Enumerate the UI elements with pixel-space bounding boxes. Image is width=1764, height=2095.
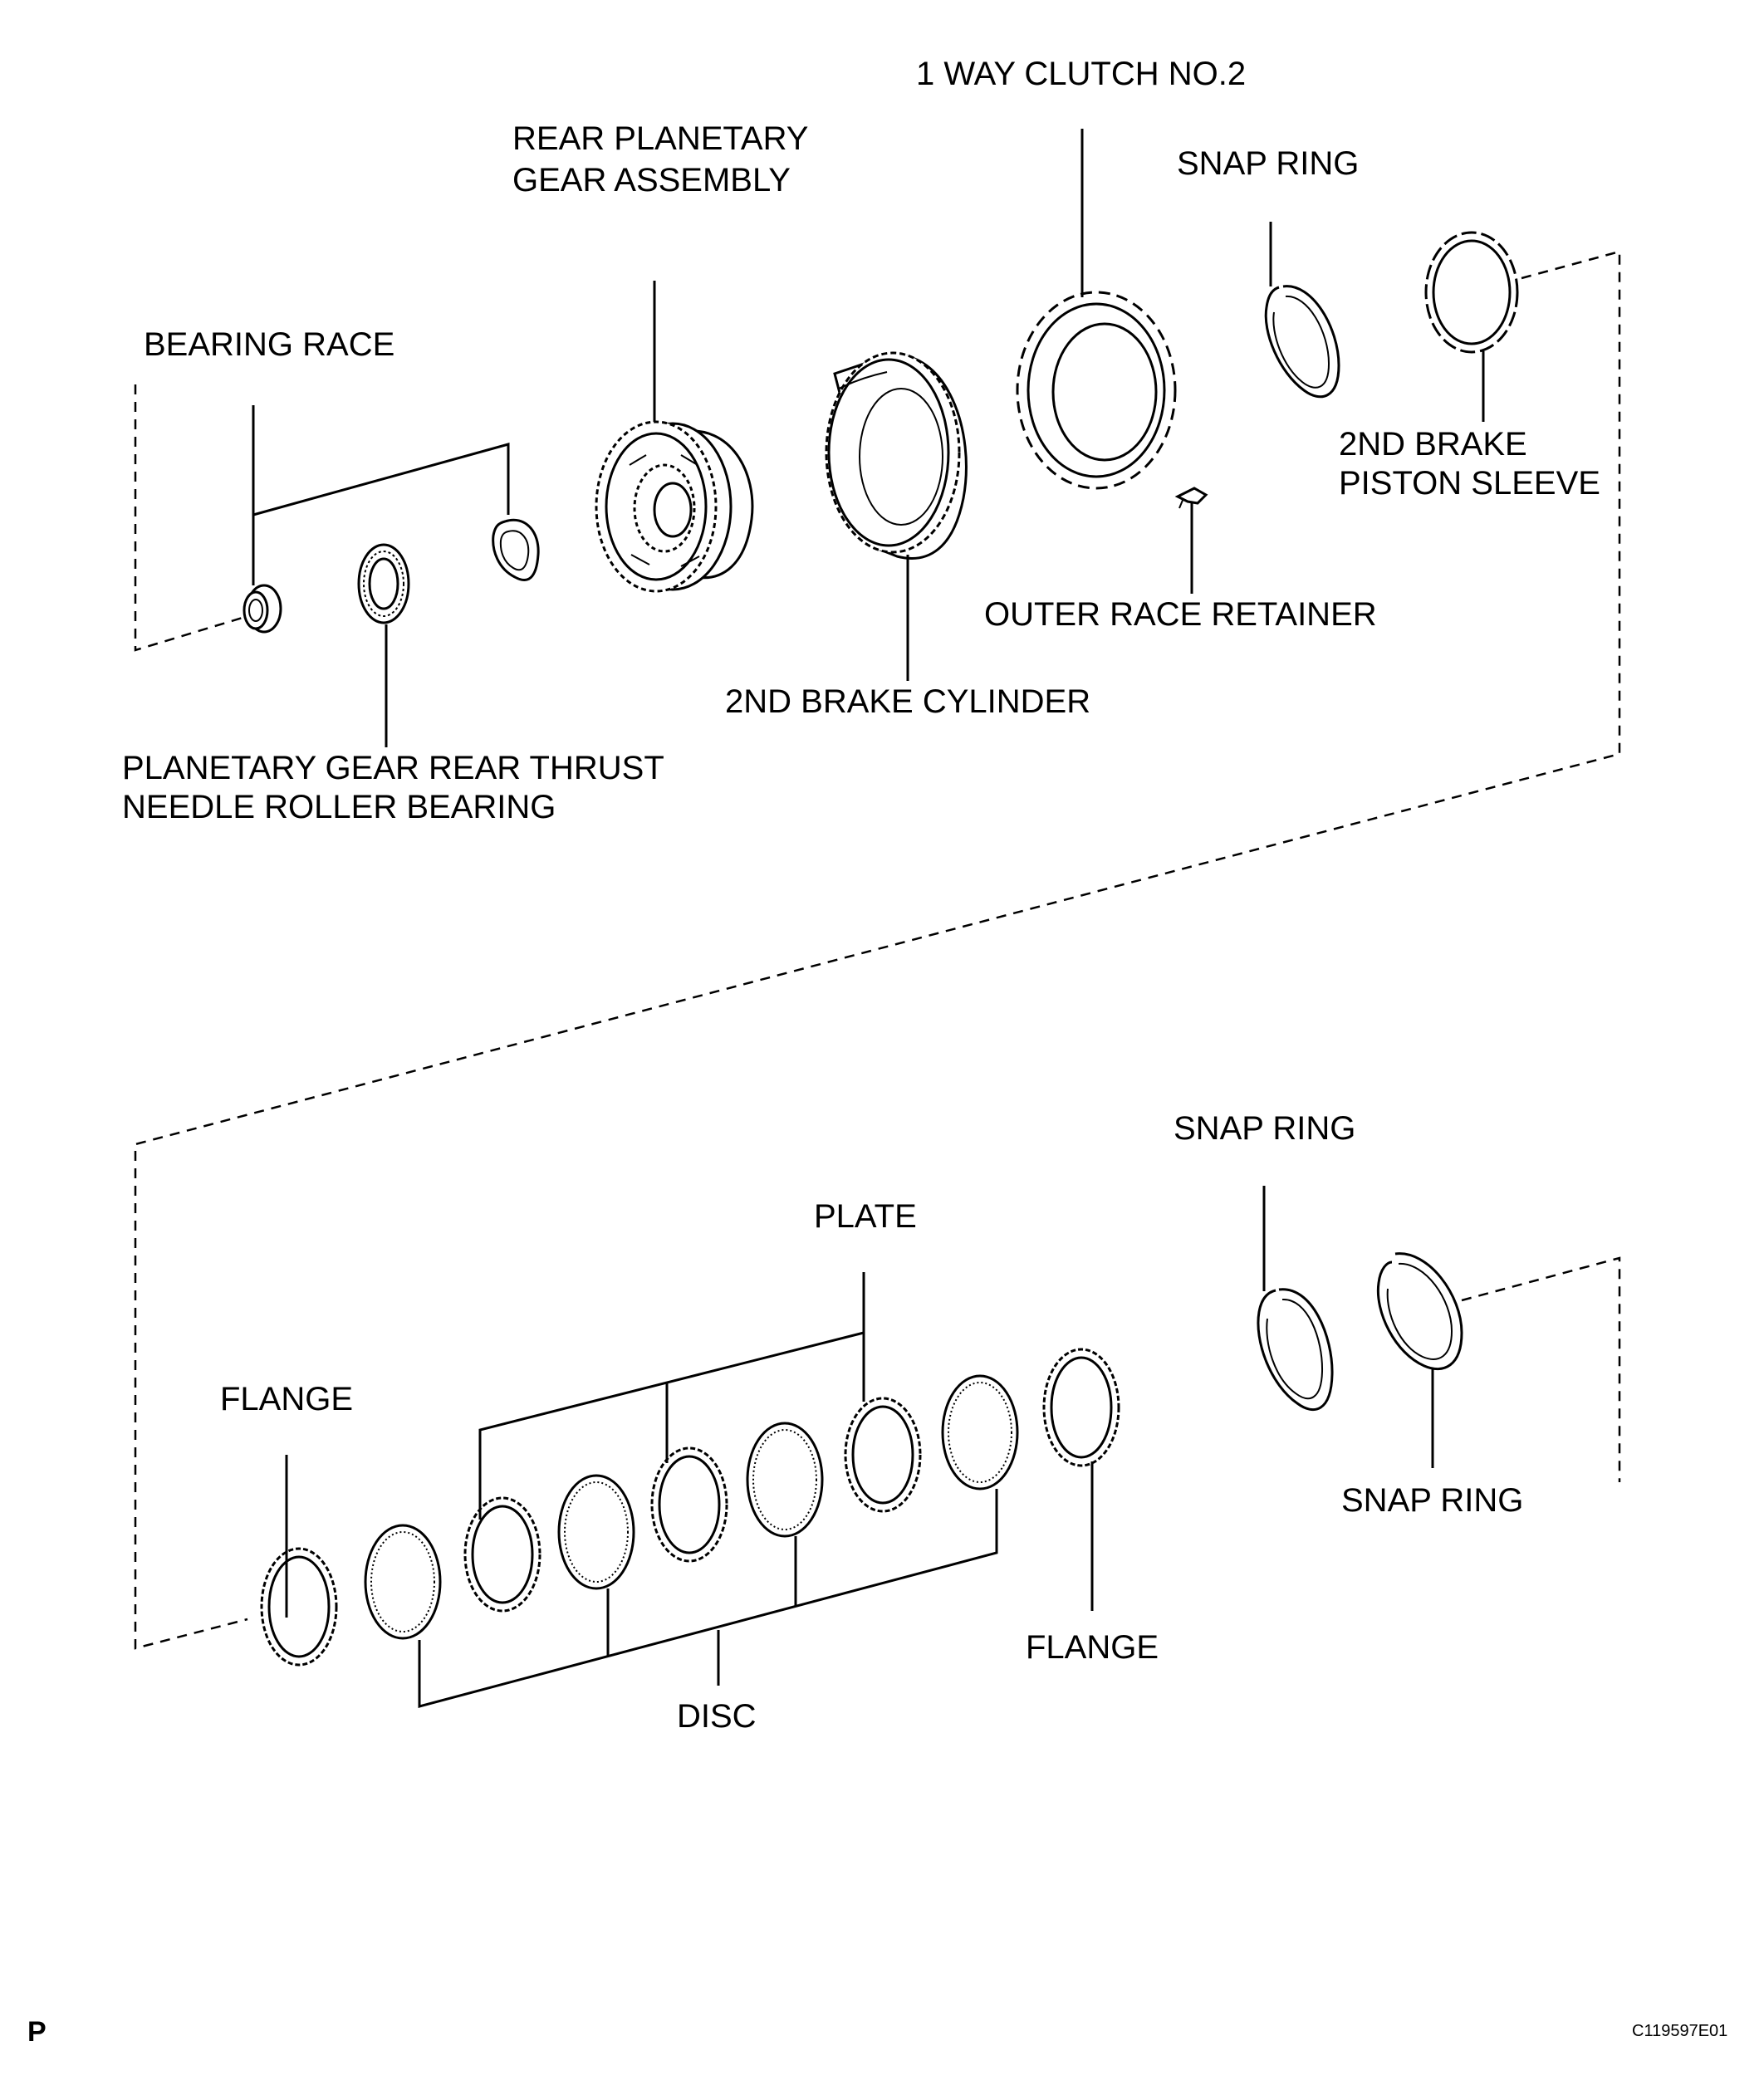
label-thrust-bearing-line2: NEEDLE ROLLER BEARING — [122, 789, 556, 825]
plate-1-part — [463, 1496, 541, 1613]
label-rear-planetary-line1: REAR PLANETARY — [512, 120, 808, 157]
label-piston-sleeve-line2: PISTON SLEEVE — [1339, 465, 1600, 502]
label-flange-right: FLANGE — [1026, 1629, 1159, 1666]
label-disc: DISC — [677, 1698, 757, 1735]
one-way-clutch-no2-part — [1016, 291, 1177, 490]
label-piston-sleeve-line1: 2ND BRAKE — [1339, 426, 1527, 463]
page-marker: P — [27, 2016, 47, 2048]
flange-left-part — [260, 1547, 338, 1667]
assembly-axis-dashed — [134, 250, 1621, 1650]
label-flange-left: FLANGE — [220, 1381, 353, 1417]
label-outer-race-retainer: OUTER RACE RETAINER — [984, 596, 1377, 633]
outer-race-retainer-part — [1174, 487, 1208, 509]
label-brake-cylinder: 2ND BRAKE CYLINDER — [725, 683, 1090, 720]
plate-2-part — [650, 1446, 728, 1563]
label-one-way-clutch: 1 WAY CLUTCH NO.2 — [916, 56, 1246, 92]
flange-right-part — [1042, 1348, 1120, 1467]
label-snap-ring-top: SNAP RING — [1177, 145, 1359, 182]
disc-1-part — [364, 1524, 442, 1640]
bearing-race-small-part — [243, 584, 282, 634]
snap-ring-top-part — [1264, 285, 1340, 399]
thrust-needle-roller-bearing-part — [357, 543, 410, 624]
label-bearing-race: BEARING RACE — [144, 326, 394, 363]
disc-4-part — [941, 1374, 1019, 1490]
snap-ring-mid-part — [1257, 1288, 1334, 1412]
disc-3-part — [746, 1422, 824, 1538]
bearing-race-large-part — [492, 518, 540, 581]
label-thrust-bearing-line1: PLANETARY GEAR REAR THRUST — [122, 750, 664, 786]
label-snap-ring-mid: SNAP RING — [1174, 1110, 1355, 1147]
second-brake-cylinder-part — [825, 351, 968, 560]
rear-planetary-gear-assembly-part — [595, 420, 754, 593]
disc-2-part — [557, 1474, 635, 1590]
leader-lines — [252, 129, 1485, 1708]
label-rear-planetary-line2: GEAR ASSEMBLY — [512, 162, 791, 198]
second-brake-piston-sleeve-part — [1424, 231, 1519, 354]
figure-code: C119597E01 — [1632, 2022, 1727, 2040]
label-plate: PLATE — [814, 1198, 917, 1235]
label-snap-ring-bottom: SNAP RING — [1341, 1482, 1523, 1519]
snap-ring-bottom-part — [1376, 1252, 1463, 1371]
plate-3-part — [844, 1397, 922, 1513]
